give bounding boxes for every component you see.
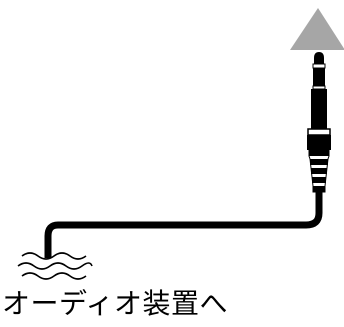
caption-to-audio-device: オーディオ装置へ bbox=[2, 287, 229, 320]
audio-jack-plug-icon bbox=[307, 52, 331, 193]
wavy-cut-lines-icon bbox=[17, 252, 93, 280]
up-arrow-icon bbox=[290, 8, 344, 50]
cable bbox=[44, 192, 323, 258]
